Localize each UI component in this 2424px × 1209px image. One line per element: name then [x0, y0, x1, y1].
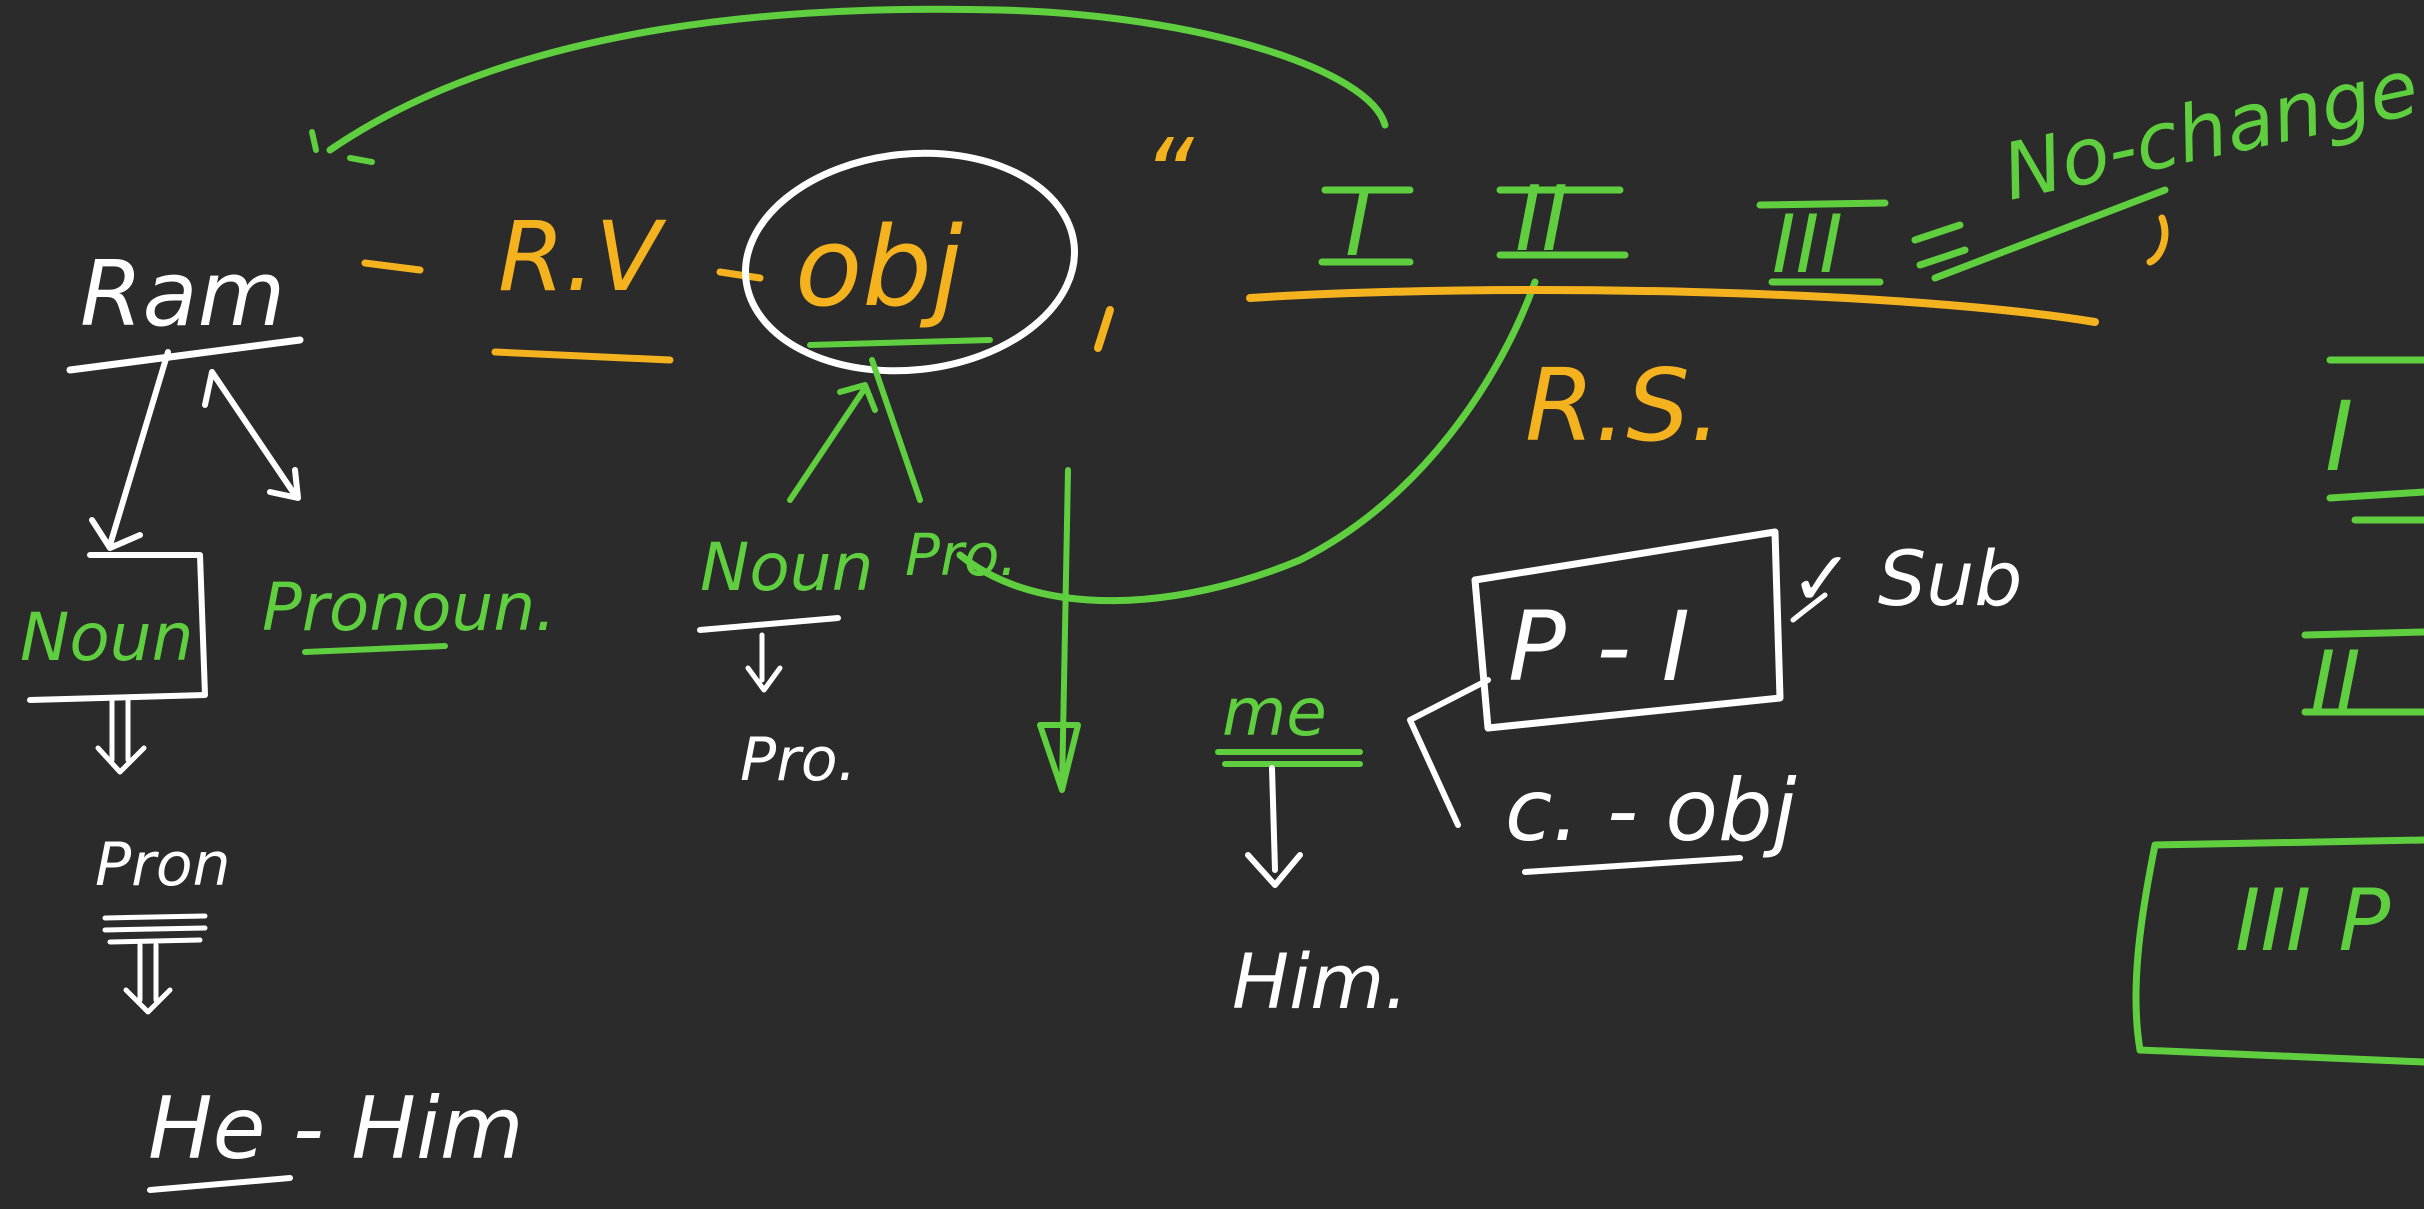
quote-open: “ [1142, 117, 1195, 234]
right-two-label: II [2310, 633, 2361, 733]
dash-2 [716, 268, 764, 282]
roman-three-bars [1756, 199, 1889, 286]
arrow-pron-to-he [123, 942, 173, 1015]
arrow-noun-to-pro [745, 632, 783, 693]
object-pro-white-label: Pro. [740, 725, 857, 795]
sub-label: ✓ Sub [1790, 534, 2023, 623]
ram-label: Ram [80, 242, 285, 347]
equals-sign [1911, 221, 1969, 269]
noun-label: Noun [20, 599, 193, 676]
me-underline [1215, 749, 1363, 767]
pron-underline [102, 913, 208, 945]
noun-box [27, 552, 208, 703]
c-obj-label: c. - obj [1505, 761, 1797, 861]
orange-comma [1094, 306, 1114, 352]
green-curve-to-roman-two [956, 278, 1539, 605]
arrow-me-to-him [1245, 765, 1303, 888]
rv-underline [491, 348, 674, 364]
ram-underline [66, 336, 304, 374]
him-label: Him. [1232, 937, 1408, 1026]
he-underline [147, 1175, 293, 1193]
roman-three-label: III [1772, 198, 1843, 291]
orange-long-underline [1246, 286, 2099, 326]
noun-obj-underline [697, 615, 841, 633]
obj-label: obj [795, 203, 963, 331]
rs-label: R.S. [1525, 347, 1722, 464]
right-two-bars [2301, 628, 2424, 716]
right-one-bars [2326, 356, 2424, 524]
arrow-noun-to-pron [95, 697, 147, 775]
right-box [2132, 836, 2424, 1066]
arrow-obj-to-noun [787, 382, 878, 503]
roman-one-bars [1318, 186, 1414, 266]
roman-one-label: I [1345, 172, 1372, 277]
obj-ellipse [742, 149, 1078, 375]
he-him-label: He - Him [148, 1079, 524, 1179]
arrow-ram-to-pronoun [202, 369, 301, 501]
object-pro-green-label: Pro. [905, 521, 1018, 589]
object-noun-label: Noun [700, 529, 873, 606]
arrow-ram-to-noun [89, 349, 171, 551]
pronoun-underline [302, 643, 448, 655]
roman-two-label: II [1515, 167, 1568, 272]
no-change-underline [1931, 186, 2169, 282]
right-three-p-label: III P [2235, 871, 2390, 971]
arrow-obj-to-pro [869, 357, 923, 503]
dash-1 [361, 259, 424, 274]
p-one-label: P - I [1508, 591, 1690, 703]
right-one-label: I [2325, 381, 2353, 493]
green-down-arrow [1037, 467, 1081, 793]
no-change-label: No-change. [1995, 38, 2424, 219]
p-one-box [1471, 528, 1784, 732]
obj-underline [807, 337, 993, 348]
pron-label: Pron [95, 830, 231, 900]
rv-label: R.V [498, 201, 667, 313]
c-obj-underline [1522, 855, 1743, 875]
check-mark [1790, 592, 1828, 623]
me-label: me [1222, 674, 1327, 751]
branch-to-p-one [1407, 677, 1491, 828]
green-tick-marks [309, 129, 375, 165]
orange-quote-mark [2146, 214, 2169, 266]
green-arc-top [326, 5, 1389, 154]
pronoun-label: Pronoun. [262, 569, 556, 646]
roman-two-bars [1496, 186, 1629, 259]
